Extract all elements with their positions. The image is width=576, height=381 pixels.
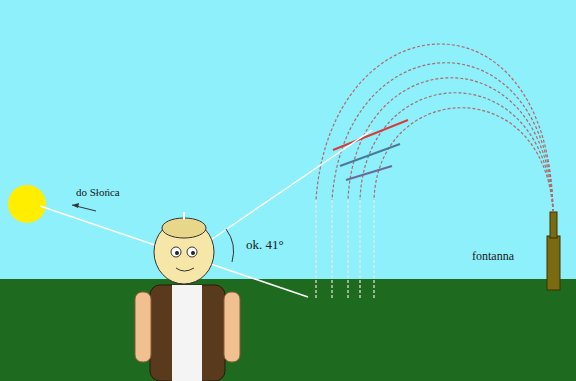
- vest: [150, 285, 225, 381]
- falling-drops: [373, 200, 374, 298]
- violet-band: [346, 166, 392, 180]
- direction-label: do Słońca: [76, 186, 120, 198]
- angle-arc: [226, 229, 233, 262]
- hat: [162, 218, 206, 238]
- antisolar-line: [40, 206, 308, 297]
- falling-drops: [331, 200, 332, 298]
- fountain-nozzle: [550, 212, 557, 238]
- fountain-base: [547, 236, 560, 290]
- water-jet: [360, 93, 553, 212]
- water-jets: [316, 44, 553, 298]
- falling-drops: [359, 200, 360, 298]
- sun: [8, 185, 46, 223]
- mouth: [176, 268, 194, 271]
- rainbow-bands: [333, 120, 408, 180]
- eye: [187, 247, 197, 257]
- observer: [135, 212, 240, 381]
- falling-drops: [315, 200, 316, 298]
- water-jet: [332, 63, 553, 212]
- antenna: [183, 212, 185, 220]
- water-jet: [316, 44, 553, 212]
- sight-line: [196, 130, 372, 250]
- pupil: [175, 251, 179, 255]
- arm: [135, 292, 151, 362]
- ground: [0, 279, 576, 381]
- water-jet: [348, 78, 553, 212]
- falling-drops: [347, 200, 348, 298]
- fountain-label: fontanna: [472, 250, 514, 263]
- angle-label: ok. 41°: [246, 238, 284, 252]
- arrow-head: [72, 203, 79, 208]
- eye: [171, 247, 181, 257]
- pupil: [191, 251, 195, 255]
- shirt: [172, 285, 202, 381]
- blue-band: [340, 144, 400, 166]
- arm: [224, 292, 240, 362]
